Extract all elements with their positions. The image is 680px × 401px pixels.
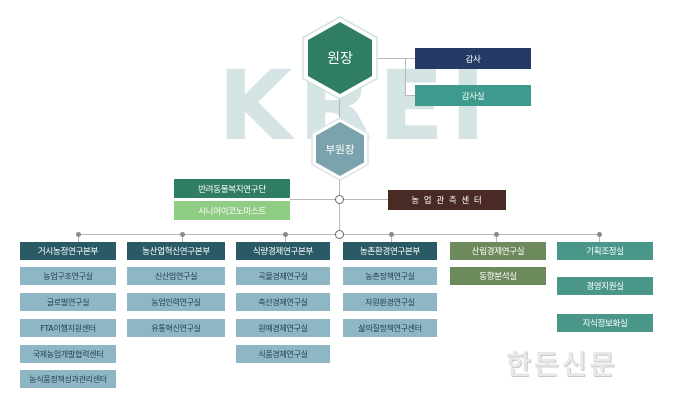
auditor-box: 감사 xyxy=(415,48,531,69)
junction-dot-6 xyxy=(597,232,602,237)
division-header: 기획조정실 xyxy=(557,242,653,260)
vice-director-label: 부원장 xyxy=(325,143,355,156)
director-hexagon xyxy=(302,16,378,100)
companion-animal-box: 반려동물복지연구단 xyxy=(174,179,290,198)
connector-div1 xyxy=(78,234,79,242)
connector-div6 xyxy=(599,234,600,242)
unit-box: 농업구조연구실 xyxy=(20,267,116,285)
unit-box: 신산업연구실 xyxy=(127,267,225,285)
senior-economist-box: 시니어이코노미스트 xyxy=(174,201,290,220)
connector-director-to-audit xyxy=(370,58,415,59)
unit-box: 국제농업개발협력센터 xyxy=(20,345,116,363)
junction-dot-4 xyxy=(389,232,394,237)
unit-box: 원예경제연구실 xyxy=(236,319,330,337)
division-header: 산림경제연구실 xyxy=(450,242,546,260)
staff-junction-node xyxy=(335,195,344,204)
newspaper-stamp: 한돈신문 xyxy=(506,350,618,381)
unit-box: 곡물경제연구실 xyxy=(236,267,330,285)
director-label: 원장 xyxy=(327,51,353,67)
unit-box: 글로벌연구실 xyxy=(20,293,116,311)
unit-box: 지식정보화실 xyxy=(557,314,653,332)
connector-div5 xyxy=(496,234,497,242)
observation-center-box: 농 업 관 측 센 터 xyxy=(388,190,506,210)
vice-director-hexagon xyxy=(311,117,369,181)
connector-staff-left xyxy=(290,199,339,200)
division-junction-node xyxy=(335,230,344,239)
unit-box: 농식품정책성과관리센터 xyxy=(20,370,116,388)
unit-box: 축산경제연구실 xyxy=(236,293,330,311)
connector-staff-right xyxy=(340,199,388,200)
junction-dot-1 xyxy=(76,232,81,237)
audit-office-box: 감사실 xyxy=(415,85,531,106)
division-header: 거시농정연구본부 xyxy=(20,242,116,260)
division-header: 농산업혁신연구본부 xyxy=(127,242,225,260)
unit-box: 경영지원실 xyxy=(557,277,653,295)
junction-dot-3 xyxy=(283,232,288,237)
division-header: 식량경제연구본부 xyxy=(236,242,330,260)
connector-div3 xyxy=(285,234,286,242)
unit-box: FTA이행지원센터 xyxy=(20,319,116,337)
connector-audit-vertical xyxy=(405,58,406,95)
division-header: 농촌환경연구본부 xyxy=(343,242,437,260)
connector-audit-to-office xyxy=(405,95,415,96)
connector-div4 xyxy=(391,234,392,242)
connector-div2 xyxy=(182,234,183,242)
unit-box: 동향분석실 xyxy=(450,267,546,285)
unit-box: 식품경제연구실 xyxy=(236,345,330,363)
unit-box: 자원환경연구실 xyxy=(343,293,437,311)
unit-box: 삶의질정책연구센터 xyxy=(343,319,437,337)
unit-box: 농촌정책연구실 xyxy=(343,267,437,285)
unit-box: 유통혁신연구실 xyxy=(127,319,225,337)
junction-dot-2 xyxy=(180,232,185,237)
unit-box: 농업인력연구실 xyxy=(127,293,225,311)
junction-dot-5 xyxy=(494,232,499,237)
